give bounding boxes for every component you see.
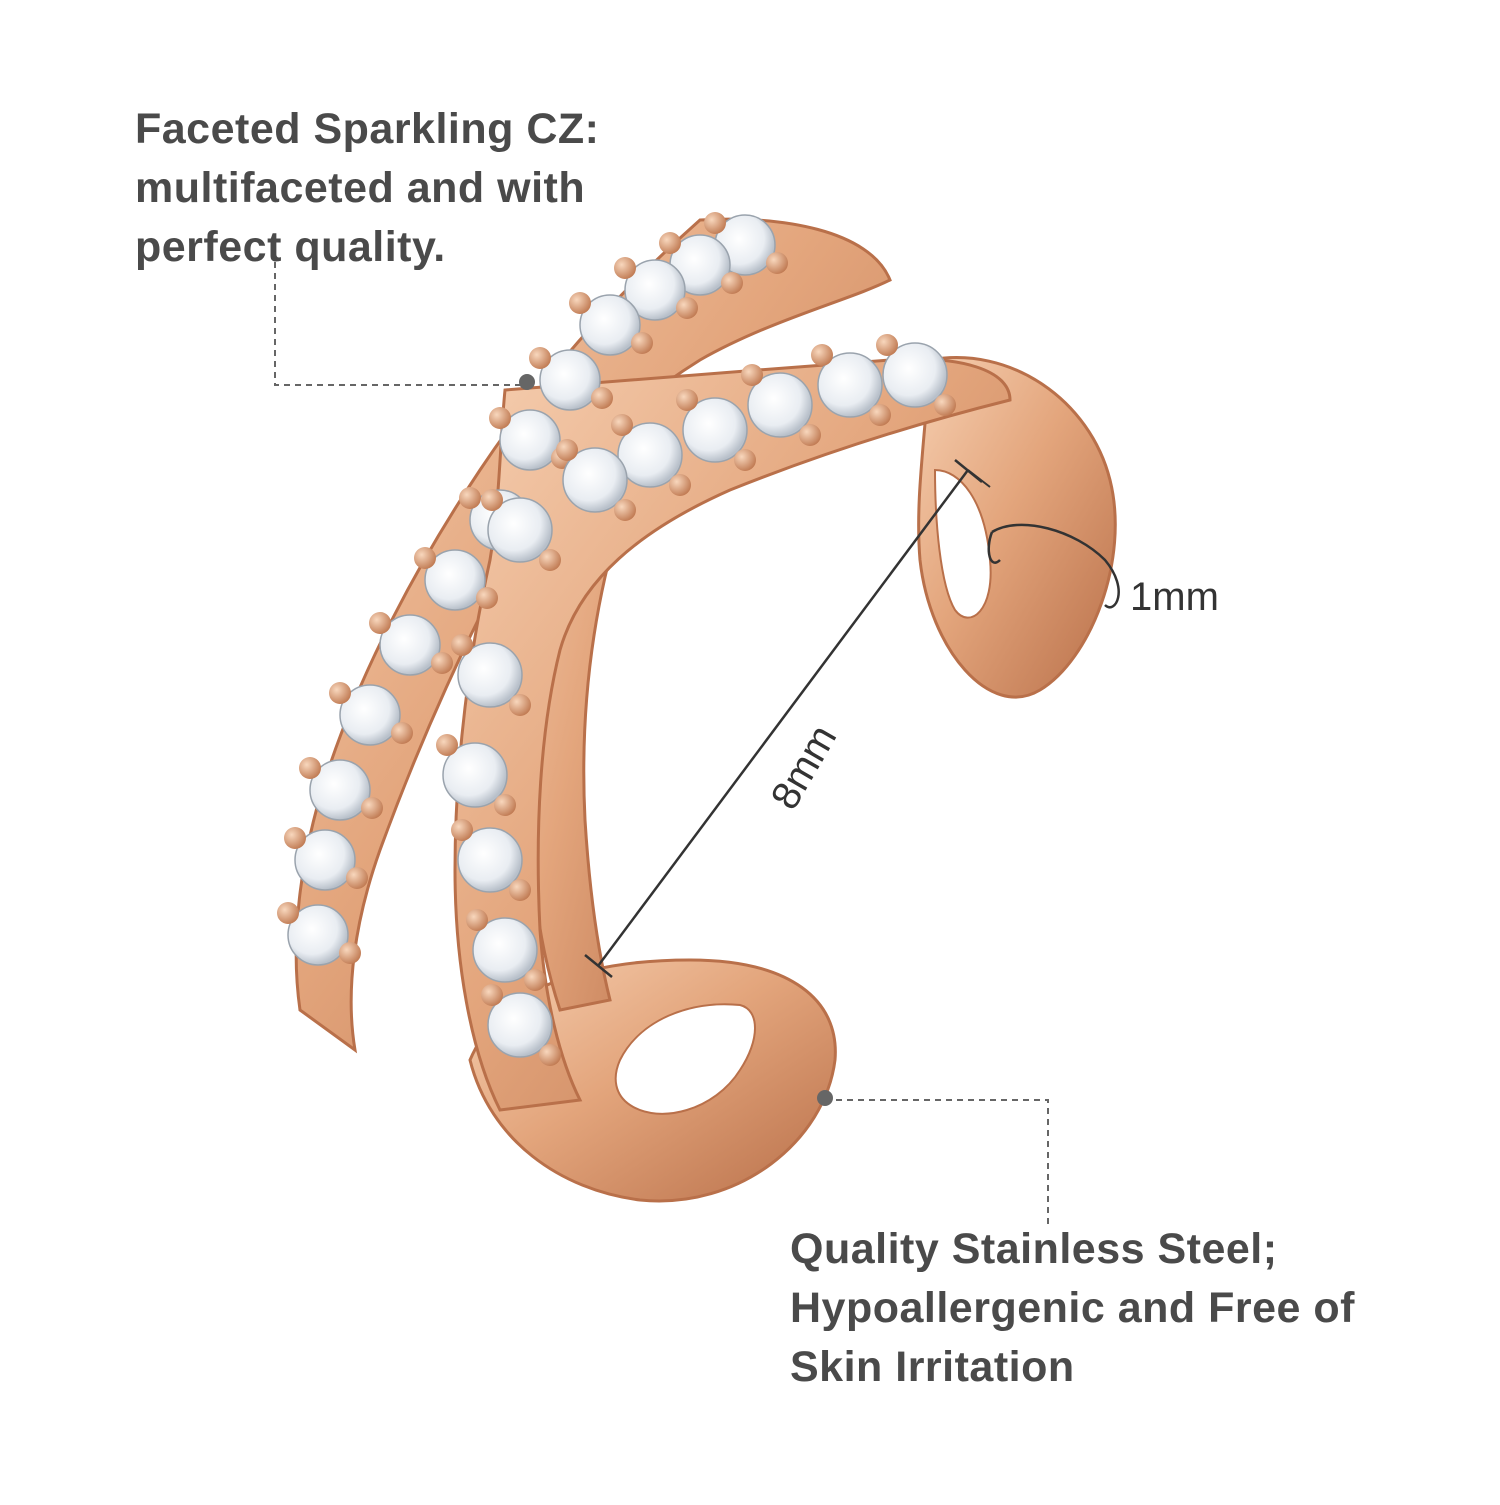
prong-bead bbox=[811, 344, 833, 366]
prong-bead bbox=[529, 347, 551, 369]
prong-bead bbox=[466, 909, 488, 931]
prong-bead bbox=[299, 757, 321, 779]
prong-bead bbox=[414, 547, 436, 569]
prong-bead bbox=[509, 879, 531, 901]
prong-bead bbox=[509, 694, 531, 716]
prong-bead bbox=[339, 942, 361, 964]
width-dimension-arc-2 bbox=[987, 531, 1001, 564]
prong-bead bbox=[766, 252, 788, 274]
prong-bead bbox=[451, 819, 473, 841]
prong-bead bbox=[481, 489, 503, 511]
width-dimension-line bbox=[967, 469, 991, 488]
cz-leader-line bbox=[274, 240, 525, 386]
cz-callout: Faceted Sparkling CZ: multifaceted and w… bbox=[135, 100, 599, 277]
prong-bead bbox=[569, 292, 591, 314]
prong-bead bbox=[436, 734, 458, 756]
length-dimension-line bbox=[596, 469, 970, 967]
prong-bead bbox=[494, 794, 516, 816]
prong-bead bbox=[361, 797, 383, 819]
cz-stone bbox=[472, 917, 538, 983]
cz-callout-line-2: multifaceted and with bbox=[135, 164, 586, 212]
prong-bead bbox=[934, 394, 956, 416]
cz-stones bbox=[277, 212, 956, 1066]
prong-bead bbox=[277, 902, 299, 924]
prong-bead bbox=[611, 414, 633, 436]
cz-stone bbox=[424, 549, 486, 611]
cz-stone bbox=[442, 742, 508, 808]
prong-bead bbox=[676, 297, 698, 319]
cz-stone bbox=[562, 447, 628, 513]
prong-bead bbox=[869, 404, 891, 426]
cz-leader-dot bbox=[519, 374, 535, 390]
prong-bead bbox=[524, 969, 546, 991]
prong-bead bbox=[451, 634, 473, 656]
prong-bead bbox=[876, 334, 898, 356]
cz-stone bbox=[487, 992, 553, 1058]
steel-leader-dot bbox=[817, 1090, 833, 1106]
prong-bead bbox=[734, 449, 756, 471]
cz-stone bbox=[487, 497, 553, 563]
cz-stone bbox=[624, 259, 686, 321]
steel-callout-line-3: Skin Irritation bbox=[790, 1343, 1075, 1391]
cz-stone bbox=[457, 827, 523, 893]
steel-callout-line-2: Hypoallergenic and Free of bbox=[790, 1284, 1355, 1332]
cz-stone bbox=[539, 349, 601, 411]
prong-bead bbox=[659, 232, 681, 254]
cz-callout-line-3: perfect quality. bbox=[135, 223, 446, 271]
prong-bead bbox=[369, 612, 391, 634]
prong-bead bbox=[614, 499, 636, 521]
cz-stone bbox=[339, 684, 401, 746]
prong-bead bbox=[704, 212, 726, 234]
prong-bead bbox=[591, 387, 613, 409]
cz-stone bbox=[457, 642, 523, 708]
prong-bead bbox=[741, 364, 763, 386]
cz-stone bbox=[747, 372, 813, 438]
cz-stone bbox=[499, 409, 561, 471]
steel-callout-line-1: Quality Stainless Steel; bbox=[790, 1225, 1278, 1273]
prong-bead bbox=[631, 332, 653, 354]
length-dimension-tick-bottom bbox=[584, 954, 613, 978]
prong-bead bbox=[539, 549, 561, 571]
cz-callout-line-1: Faceted Sparkling CZ: bbox=[135, 105, 600, 153]
prong-bead bbox=[284, 827, 306, 849]
prong-bead bbox=[346, 867, 368, 889]
prong-bead bbox=[799, 424, 821, 446]
prong-bead bbox=[476, 587, 498, 609]
prong-bead bbox=[489, 407, 511, 429]
prong-bead bbox=[614, 257, 636, 279]
prong-bead bbox=[329, 682, 351, 704]
cz-stone bbox=[617, 422, 683, 488]
ring-band-b bbox=[453, 357, 1012, 1112]
cz-stone bbox=[682, 397, 748, 463]
prong-bead bbox=[459, 487, 481, 509]
steel-callout: Quality Stainless Steel; Hypoallergenic … bbox=[790, 1220, 1355, 1397]
prong-bead bbox=[539, 1044, 561, 1066]
cz-stone bbox=[379, 614, 441, 676]
prong-bead bbox=[556, 439, 578, 461]
cz-stone bbox=[817, 352, 883, 418]
cz-stone bbox=[579, 294, 641, 356]
prong-bead bbox=[721, 272, 743, 294]
cz-stone bbox=[309, 759, 371, 821]
width-dimension-arc bbox=[991, 523, 1120, 609]
cz-stone bbox=[294, 829, 356, 891]
steel-leader-line bbox=[825, 1099, 1049, 1228]
prong-bead bbox=[669, 474, 691, 496]
prong-bead bbox=[481, 984, 503, 1006]
ring-back-loop-top-hole bbox=[933, 468, 992, 619]
cz-stone bbox=[882, 342, 948, 408]
band-width-label: 1mm bbox=[1130, 575, 1219, 619]
cz-stone bbox=[287, 904, 349, 966]
prong-bead bbox=[391, 722, 413, 744]
prong-bead bbox=[676, 389, 698, 411]
ring-back-loop-bottom-hole bbox=[614, 1003, 756, 1115]
prong-bead bbox=[431, 652, 453, 674]
